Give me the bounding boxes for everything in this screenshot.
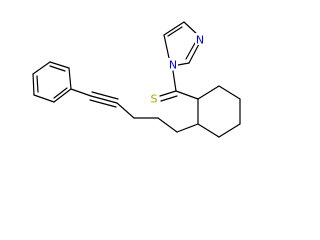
bond-ph4-ph5-inner (36, 75, 39, 93)
bond-cthione-s-a (159, 90, 177, 97)
molecule-structure: N N S (32, 21, 241, 138)
bond-ch1-ch2 (157, 117, 178, 133)
nitrogen-label-top: N (196, 34, 204, 47)
nitrogen-label-bonded: N (169, 59, 177, 72)
bond-n1-c2 (163, 34, 170, 59)
bond-ph2-ph3-inner (49, 65, 66, 72)
sulfur-label: S (151, 93, 158, 106)
bond-n1-cthione (172, 70, 177, 92)
bond-ph6-ph1-inner (53, 87, 68, 99)
bond-cthione-cyclohexyl (175, 90, 199, 100)
atom-label-n-top: N (195, 33, 205, 47)
bond-ph5-ph6 (33, 94, 55, 103)
bond-ph2-ph3 (49, 61, 70, 69)
bond-cy2-ch1 (176, 123, 199, 133)
alkyne-bond-b (91, 91, 119, 100)
bond-cy3-cy4 (218, 123, 241, 138)
bond-c2-c3 (163, 21, 185, 36)
bond-cy5-cy6 (218, 85, 241, 100)
bond-cy2-cy3 (197, 123, 220, 138)
bond-cthione-s-b (160, 95, 178, 102)
phenyl-ring (32, 61, 72, 103)
bond-alkyne-phenyl (70, 88, 92, 97)
bond-c5-n1 (177, 62, 190, 66)
bond-n4-c5-inner (185, 42, 196, 60)
bond-ch3-ch4 (116, 102, 135, 119)
bond-cy6-cy1 (197, 85, 220, 100)
bond-ph1-ph2 (68, 67, 72, 90)
bond-ph6-ph1 (53, 88, 72, 103)
thiocarbonyl-group (159, 70, 199, 102)
alkyne-bond-c (89, 99, 117, 108)
bond-ph4-ph5 (32, 73, 35, 96)
alkyne-bond-a (90, 95, 118, 104)
imidazole-ring (163, 21, 200, 66)
cyclohexane-ring (197, 85, 241, 138)
atom-label-n-bonded: N (168, 58, 178, 72)
bond-c2-c3-inner (167, 26, 183, 37)
bond-ph3-ph4 (32, 61, 51, 75)
pentynyl-chain (70, 88, 199, 133)
atom-label-s: S (149, 92, 159, 106)
bond-n4-c5 (188, 43, 200, 64)
